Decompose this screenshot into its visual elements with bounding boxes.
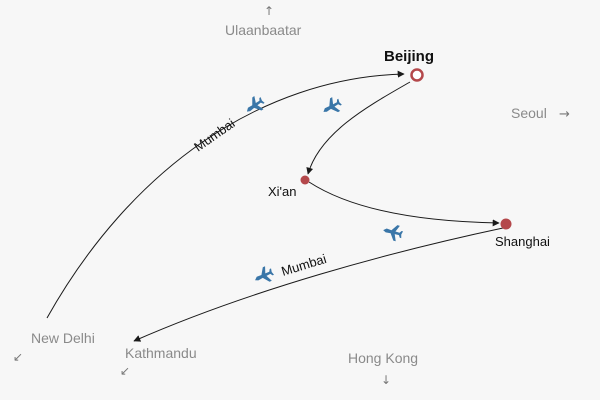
city-marker-xian[interactable] [300,175,310,185]
city-label-shanghai: Shanghai [495,234,550,249]
offmap-label-kathmandu: Kathmandu [125,345,197,361]
route-label-shanghai-kathmandu: Mumbai [279,251,328,279]
arrow-down-icon: ↓ [381,373,391,387]
city-label-beijing: Beijing [384,48,434,65]
offmap-label-new-delhi: New Delhi [31,330,95,346]
city-marker-beijing[interactable] [410,68,424,82]
arrow-right-icon: → [559,107,570,122]
arrow-down-left-icon: ↙ [120,364,130,378]
arrow-down-left-icon: ↙ [13,350,23,364]
plane-icon [319,94,345,119]
route-shanghai-kathmandu [133,227,504,342]
city-label-xian: Xi'an [268,184,297,199]
city-marker-shanghai[interactable] [500,218,512,230]
plane-icon [381,221,405,243]
route-xian-shanghai [308,181,500,227]
offmap-label-hong-kong: Hong Kong [348,350,418,366]
route-beijing-xian [306,81,411,175]
plane-icon [242,93,268,118]
offmap-label-ulaanbaatar: Ulaanbaatar [225,22,302,38]
route-label-delhi-beijing: Mumbai [191,116,238,155]
plane-icon [251,264,276,288]
arrow-up-icon: ↑ [264,4,274,18]
offmap-label-seoul: Seoul [511,105,547,121]
route-new-delhi-beijing [46,70,405,319]
